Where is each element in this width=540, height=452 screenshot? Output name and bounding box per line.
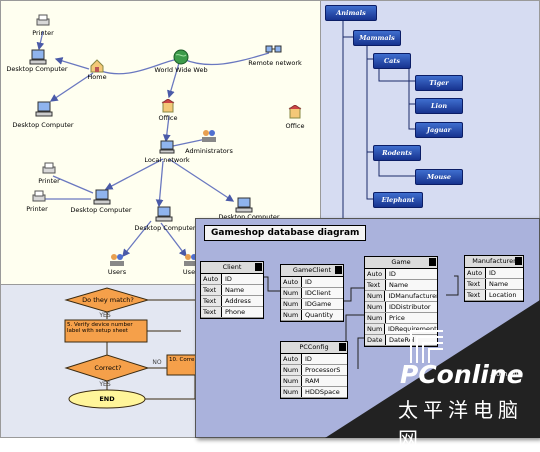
watermark-logo-icon <box>410 330 443 363</box>
users-icon[interactable] <box>201 129 217 143</box>
tree-node-elephant[interactable]: Elephant <box>373 192 423 208</box>
globe-icon[interactable] <box>173 49 189 65</box>
office-icon[interactable] <box>288 105 302 119</box>
printer-icon[interactable] <box>31 189 47 205</box>
tree-connectors <box>342 19 415 241</box>
flow-decision-match[interactable]: Do they match? <box>82 296 134 304</box>
desktop-computer-label: Desktop Computer <box>134 224 196 232</box>
desktop-computer-label: Desktop Computer <box>6 65 68 73</box>
watermark-domain: .com.cn <box>490 370 518 378</box>
tree-node-tiger[interactable]: Tiger <box>415 75 463 91</box>
flow-step-correct[interactable]: 10. Corre label <box>169 357 210 363</box>
flow-yes-label: YES <box>99 312 111 319</box>
network-diagram-panel: Printer Desktop Computer Home World Wide… <box>0 0 335 290</box>
network-links <box>36 30 270 258</box>
watermark-logo-text: PConline <box>400 360 524 389</box>
flow-decision-correct[interactable]: Correct? <box>94 364 122 372</box>
tree-node-mouse[interactable]: Mouse <box>415 169 463 185</box>
desktop-computer-icon[interactable] <box>155 206 173 222</box>
flow-step-verify[interactable]: 5. Verify device number label with setup… <box>67 322 133 334</box>
watermark-chinese: 太平洋电脑网 <box>398 398 523 451</box>
desktop-computer-label: Desktop Computer <box>12 121 74 129</box>
remote-network-label: Remote network <box>248 59 302 67</box>
watermark-background <box>325 300 540 438</box>
home-icon[interactable] <box>90 59 104 73</box>
flow-end[interactable]: END <box>99 395 115 403</box>
flow-shapes <box>64 287 216 409</box>
flow-yes-label: YES <box>99 381 111 388</box>
office-icon[interactable] <box>161 99 175 113</box>
desktop-computer-icon[interactable] <box>29 49 47 65</box>
users-label: Users <box>107 268 127 276</box>
desktop-computer-icon[interactable] <box>235 197 253 213</box>
tree-node-jaguar[interactable]: Jaguar <box>415 122 463 138</box>
home-label: Home <box>87 73 107 81</box>
tree-node-lion[interactable]: Lion <box>415 98 463 114</box>
www-label: World Wide Web <box>154 66 208 74</box>
printer-icon[interactable] <box>35 13 51 29</box>
local-network-label: Local network <box>144 156 190 164</box>
tree-diagram-panel: Animals Mammals Cats Tiger Lion Jaguar R… <box>320 0 540 241</box>
printer-label: Printer <box>32 29 54 37</box>
tree-node-rodents[interactable]: Rodents <box>373 145 421 161</box>
tree-node-cats[interactable]: Cats <box>373 53 411 69</box>
office-label: Office <box>285 122 305 130</box>
desktop-computer-label: Desktop Computer <box>218 213 280 221</box>
users-icon[interactable] <box>109 253 125 267</box>
network-icon[interactable] <box>159 139 175 155</box>
office-label: Office <box>158 114 178 122</box>
desktop-computer-icon[interactable] <box>35 101 53 117</box>
users-label: Use <box>182 268 196 276</box>
tree-node-mammals[interactable]: Mammals <box>353 30 401 46</box>
printer-icon[interactable] <box>41 161 57 177</box>
desktop-computer-label: Desktop Computer <box>70 206 132 214</box>
db-diagram-title: Gameshop database diagram <box>204 225 367 241</box>
flowchart-panel: Do they match? YES 5. Verify device numb… <box>0 284 216 438</box>
network-icon[interactable] <box>265 43 283 59</box>
desktop-computer-icon[interactable] <box>93 189 111 205</box>
administrators-label: Administrators <box>185 147 233 155</box>
printer-label: Printer <box>38 177 60 185</box>
tree-node-animals[interactable]: Animals <box>325 5 377 21</box>
printer-label: Printer <box>26 205 48 213</box>
flow-no-label: NO <box>152 359 162 366</box>
